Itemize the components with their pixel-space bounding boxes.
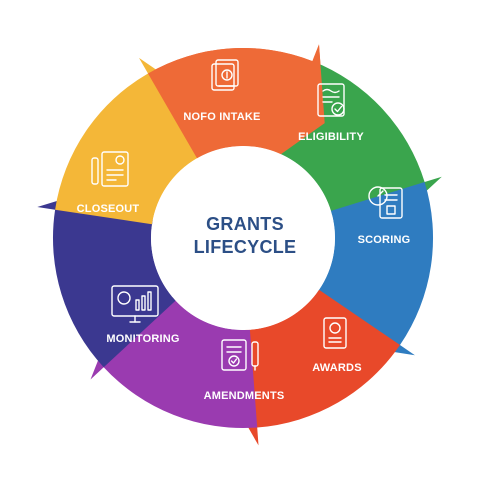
center-title-line2: LIFECYCLE (194, 237, 297, 257)
gauge-report-icon (368, 186, 403, 219)
segment-label-amendments: AMENDMENTS (204, 390, 285, 402)
segment-nofo-overlay (148, 44, 325, 160)
segment-label-closeout: CLOSEOUT (77, 203, 140, 215)
segment-monitoring (37, 183, 176, 368)
award-certificate-icon (323, 317, 347, 349)
segment-label-scoring: SCORING (358, 234, 411, 246)
segment-label-monitoring: MONITORING (106, 333, 179, 345)
document-upload-icon (211, 59, 239, 91)
segment-label-awards: AWARDS (312, 362, 361, 374)
checklist-certificate-icon (317, 83, 345, 117)
segment-awards (219, 289, 400, 446)
segment-label-nofo-intake: NOFO INTAKE (183, 111, 260, 123)
center-title-line1: GRANTS (206, 214, 284, 234)
center-disc (151, 146, 335, 330)
document-pen-icon (221, 339, 259, 371)
invoice-pencil-icon (91, 151, 129, 187)
segment-label-eligibility: ELIGIBILITY (298, 131, 364, 143)
monitor-dashboard-icon (111, 285, 159, 323)
